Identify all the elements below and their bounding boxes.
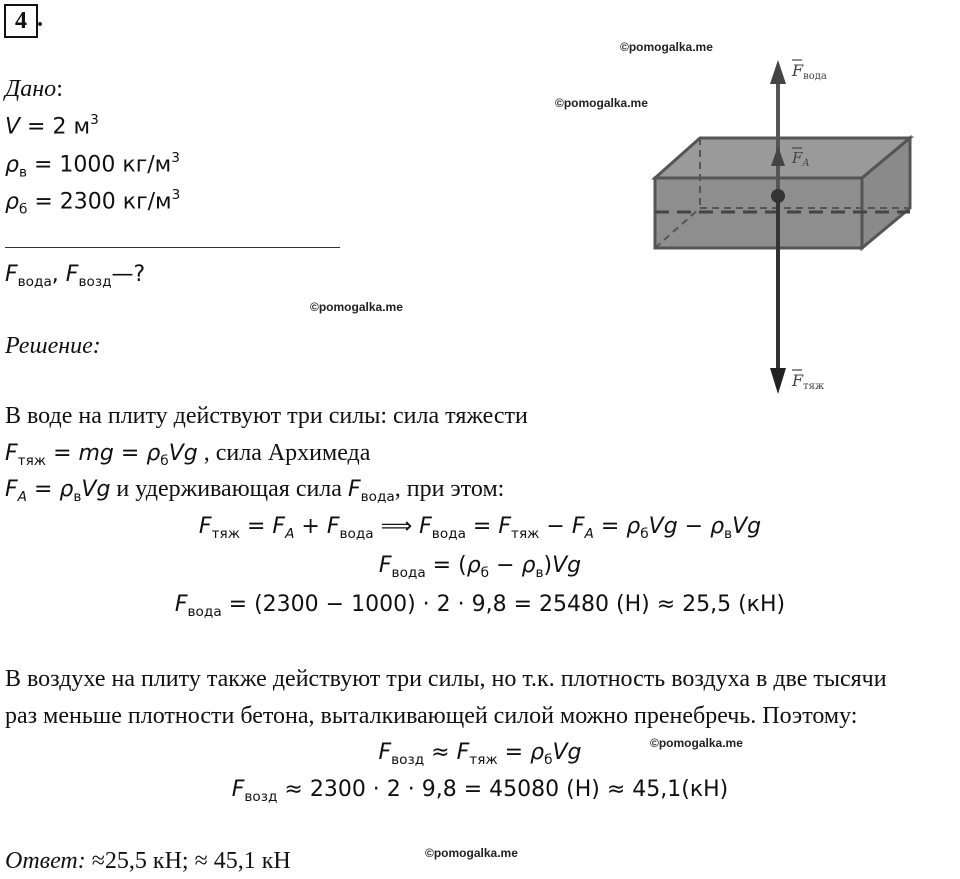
watermark: ©pomogalka.me [650, 736, 743, 750]
formula-air-result: Fвозд ≈ 2300 · 2 · 9,8 = 45080 (Н) ≈ 45,… [231, 777, 729, 805]
watermark: ©pomogalka.me [425, 846, 518, 860]
text-line: В воде на плиту действуют три силы: сила… [5, 403, 528, 429]
formula-air: Fвозд ≈ Fтяж = ρбVg [378, 740, 582, 768]
center-of-mass-dot [771, 189, 785, 203]
label-f-water: Fвода [791, 61, 827, 82]
formula-water-simplified: Fвода = (ρб − ρв)Vg [378, 553, 582, 581]
given-concrete-density: ρб = 2300 кг/м3 [5, 187, 181, 218]
hidden-edge [654, 207, 701, 249]
solution-label: Решение: [5, 333, 101, 359]
answer: Ответ: ≈25,5 кН; ≈ 45,1 кН [5, 848, 291, 874]
arrow-down-icon [770, 368, 786, 394]
label-f-gravity: Fтяж [791, 371, 825, 392]
arrow-up-icon [770, 60, 786, 84]
formula-water-result: Fвода = (2300 − 1000) · 2 · 9,8 = 25480 … [174, 592, 786, 620]
label-f-archimedes: FA [791, 149, 810, 169]
watermark: ©pomogalka.me [620, 40, 713, 54]
text-line: раз меньше плотности бетона, выталкивающ… [5, 703, 858, 729]
problem-number-dot: . [37, 6, 43, 32]
given-divider [5, 247, 340, 248]
given-label: Дано: [5, 76, 63, 102]
given-water-density: ρв = 1000 кг/м3 [5, 150, 180, 181]
text-line: FA = ρвVg и удерживающая сила Fвода, при… [5, 476, 505, 505]
text-line: В воздухе на плиту также действуют три с… [5, 666, 887, 692]
problem-number: 4 [4, 4, 38, 38]
given-volume: V = 2 м3 [5, 112, 99, 140]
watermark: ©pomogalka.me [310, 300, 403, 314]
formula-water-balance: Fтяж = FA + Fвода ⟹ Fвода = Fтяж − FA = … [198, 514, 762, 542]
find-line: Fвода, Fвозд—? [5, 262, 146, 290]
text-line: Fтяж = mg = ρбVg , сила Архимеда [5, 440, 371, 469]
slab-force-diagram: Fвода FA Fтяж [651, 59, 915, 394]
arrow-archimedes-icon [771, 146, 785, 166]
watermark: ©pomogalka.me [555, 96, 648, 110]
